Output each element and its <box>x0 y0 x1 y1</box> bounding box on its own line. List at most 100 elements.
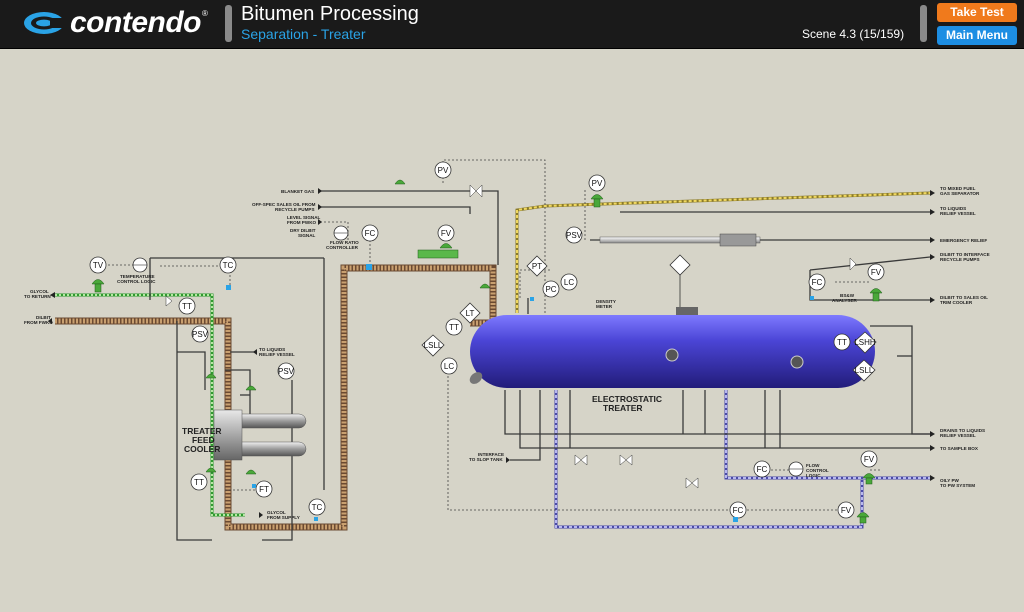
cooler-label-1: TREATER <box>182 426 222 436</box>
right-terminators <box>930 190 935 481</box>
svg-text:FT: FT <box>259 485 269 494</box>
instrument-fc-interface[interactable]: FC <box>729 501 747 519</box>
instrument-fc-oil[interactable]: FC <box>808 273 826 291</box>
instrument-lt[interactable]: LT <box>459 302 481 324</box>
svg-text:PT: PT <box>532 262 542 271</box>
svg-text:RECYCLE PUMPS: RECYCLE PUMPS <box>940 257 980 262</box>
svg-text:CONTROL: CONTROL <box>806 468 829 473</box>
svg-text:TO RETURN: TO RETURN <box>24 294 51 299</box>
svg-text:TO MIXED FUEL: TO MIXED FUEL <box>940 186 976 191</box>
svg-text:CONTROLLER: CONTROLLER <box>326 245 359 250</box>
svg-text:TV: TV <box>93 261 104 270</box>
instrument-fv-oil[interactable]: FV <box>867 263 885 281</box>
svg-text:PSV: PSV <box>566 231 583 240</box>
svg-text:FC: FC <box>757 465 768 474</box>
svg-text:ANALYSER: ANALYSER <box>832 298 858 303</box>
instrument-tt-right[interactable]: TT <box>833 333 851 351</box>
svg-text:RELIEF VESSEL: RELIEF VESSEL <box>259 352 295 357</box>
top-bar: contendo ® Bitumen Processing Separation… <box>0 0 1024 49</box>
svg-text:FC: FC <box>365 229 376 238</box>
gas-line <box>515 191 931 313</box>
svg-text:LT: LT <box>466 309 475 318</box>
svg-text:TC: TC <box>223 261 234 270</box>
temperature-logic-icon <box>132 257 148 273</box>
svg-text:DILBIT: DILBIT <box>36 315 51 320</box>
svg-text:PV: PV <box>592 179 603 188</box>
vessel-label-1: ELECTROSTATIC <box>592 394 662 404</box>
svg-text:DENSITY: DENSITY <box>596 299 616 304</box>
instrument-fv-interface[interactable]: FV <box>837 501 855 519</box>
instrument-lshh[interactable]: LSHH <box>853 331 877 354</box>
line-valves <box>165 184 857 489</box>
process-pipes <box>149 190 931 541</box>
instrument-pv-gas[interactable]: PV <box>588 174 606 192</box>
cooler-label-2: FEED <box>192 435 215 445</box>
svg-text:BS&W: BS&W <box>840 293 855 298</box>
flow-ratio-icon <box>333 225 349 241</box>
page-title: Bitumen Processing <box>241 3 419 25</box>
instrument-pt[interactable]: PT <box>526 255 548 277</box>
svg-text:METER: METER <box>596 304 613 309</box>
svg-text:FV: FV <box>864 455 875 464</box>
instrument-lsll-right[interactable]: LSLL <box>852 359 876 382</box>
svg-text:DRAINS TO LIQUIDS: DRAINS TO LIQUIDS <box>940 428 985 433</box>
instrument-ft[interactable]: FT <box>255 480 273 498</box>
svg-text:EMERGENCY RELIEF: EMERGENCY RELIEF <box>940 238 987 243</box>
svg-text:TEMPERATURE: TEMPERATURE <box>120 274 155 279</box>
density-meter-icon[interactable] <box>669 254 691 307</box>
svg-text:LOGIC: LOGIC <box>806 473 821 478</box>
svg-text:LC: LC <box>444 362 454 371</box>
svg-text:CONTROL LOGIC: CONTROL LOGIC <box>117 279 156 284</box>
svg-text:RECYCLE PUMPS: RECYCLE PUMPS <box>275 207 315 212</box>
svg-text:GLYCOL: GLYCOL <box>267 510 286 515</box>
instrument-tt-cooler-bottom[interactable]: TT <box>190 473 208 491</box>
instrument-fc-feed[interactable]: FC <box>361 224 379 242</box>
svg-text:DILBIT TO INTERFACE: DILBIT TO INTERFACE <box>940 252 990 257</box>
svg-text:TRIM COOLER: TRIM COOLER <box>940 300 973 305</box>
svg-text:DRY DILBIT: DRY DILBIT <box>290 228 316 233</box>
svg-text:FROM FWKO: FROM FWKO <box>24 320 53 325</box>
instrument-pv-blanket[interactable]: PV <box>434 161 452 179</box>
svg-text:FC: FC <box>812 278 823 287</box>
svg-text:PV: PV <box>438 166 449 175</box>
instrument-fc-water[interactable]: FC <box>753 460 771 478</box>
svg-text:TC: TC <box>312 503 323 512</box>
instrument-lc-bottom[interactable]: LC <box>440 357 458 375</box>
instrument-lsll-left[interactable]: LSLL <box>421 334 445 357</box>
main-menu-button[interactable]: Main Menu <box>937 26 1017 45</box>
svg-text:FC: FC <box>733 506 744 515</box>
svg-text:PSV: PSV <box>278 367 295 376</box>
emergency-relief-pipe <box>599 233 761 247</box>
svg-text:TT: TT <box>182 302 192 311</box>
instrument-tc-temp[interactable]: TC <box>219 256 237 274</box>
svg-text:FV: FV <box>841 506 852 515</box>
instrument-tt-vessel[interactable]: TT <box>445 318 463 336</box>
svg-text:FLOW: FLOW <box>806 463 820 468</box>
instrument-fv-water[interactable]: FV <box>860 450 878 468</box>
instrument-psv-right[interactable]: PSV <box>277 362 295 380</box>
instrument-psv-left[interactable]: PSV <box>191 325 209 343</box>
svg-text:PC: PC <box>545 285 556 294</box>
svg-text:GAS SEPARATOR: GAS SEPARATOR <box>940 191 980 196</box>
instrument-fv-feed[interactable]: FV <box>437 224 455 242</box>
instrument-psv-vessel[interactable]: PSV <box>565 226 583 244</box>
treater-feed-cooler[interactable] <box>213 409 307 461</box>
water-lines <box>554 390 930 529</box>
take-test-button[interactable]: Take Test <box>937 3 1017 22</box>
instrument-tt-cooler-top[interactable]: TT <box>178 297 196 315</box>
flow-elements <box>226 264 814 522</box>
svg-text:BLANKET GAS: BLANKET GAS <box>281 189 314 194</box>
control-valves[interactable] <box>91 179 883 524</box>
contendo-logo-icon <box>24 12 66 34</box>
instrument-pc[interactable]: PC <box>542 280 560 298</box>
svg-text:LC: LC <box>564 278 574 287</box>
cooler-label-3: COOLER <box>184 444 220 454</box>
svg-text:TT: TT <box>449 323 459 332</box>
instrument-lc-top[interactable]: LC <box>560 273 578 291</box>
instrument-tv[interactable]: TV <box>89 256 107 274</box>
contendo-logo: contendo ® <box>22 6 208 40</box>
vessel-label-2: TREATER <box>603 403 643 413</box>
electrostatic-treater-vessel[interactable] <box>467 307 875 388</box>
svg-text:OFF-SPEC SALES OIL FROM: OFF-SPEC SALES OIL FROM <box>252 202 316 207</box>
instrument-tc-bottom[interactable]: TC <box>308 498 326 516</box>
